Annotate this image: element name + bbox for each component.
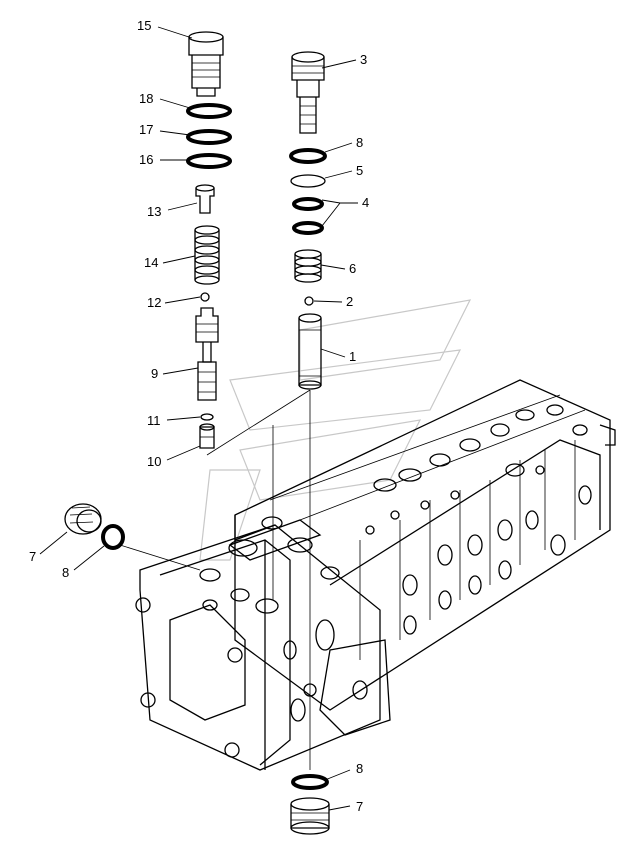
- watermark-logo: [199, 299, 472, 561]
- part-4-orings: [292, 197, 324, 235]
- callout-3: 3: [360, 52, 367, 67]
- part-7-plug-left: [64, 503, 102, 535]
- part-7-plug-bottom: [290, 797, 330, 835]
- part-5-ring: [290, 174, 326, 188]
- part-3-plug: [291, 51, 325, 134]
- part-10-valve: [199, 423, 215, 449]
- callout-15: 15: [137, 18, 151, 33]
- part-17-oring: [186, 129, 232, 145]
- callout-7-left: 7: [29, 549, 36, 564]
- callout-4: 4: [362, 195, 369, 210]
- part-2-ball: [304, 296, 314, 306]
- part-8-oring-bottom: [291, 774, 329, 790]
- leader-lines: [39, 26, 358, 811]
- exploded-center-lines: [119, 389, 311, 770]
- part-18-oring: [186, 103, 232, 119]
- part-16-oring: [186, 153, 232, 169]
- callout-6: 6: [349, 261, 356, 276]
- callout-14: 14: [144, 255, 158, 270]
- callout-8-bottom: 8: [356, 761, 363, 776]
- part-1-piston: [298, 313, 322, 390]
- callout-8-left: 8: [62, 565, 69, 580]
- part-8-oring-left: [101, 524, 125, 550]
- callout-16: 16: [139, 152, 153, 167]
- callout-12: 12: [147, 295, 161, 310]
- callout-10: 10: [147, 454, 161, 469]
- part-12-ball: [200, 292, 210, 302]
- callout-13: 13: [147, 204, 161, 219]
- callout-1: 1: [349, 349, 356, 364]
- part-13-seat: [195, 184, 215, 214]
- callout-2: 2: [346, 294, 353, 309]
- part-9-spool: [195, 307, 219, 401]
- part-11-ring: [200, 413, 214, 421]
- callout-labels: 15 18 17 16 13 14 12 9 11 10 3 8 5 4 6 2…: [29, 18, 369, 814]
- callout-7-bottom: 7: [356, 799, 363, 814]
- callout-11: 11: [147, 413, 161, 428]
- part-14-spring: [194, 225, 220, 285]
- part-6-spring: [294, 249, 322, 283]
- callout-17: 17: [139, 122, 153, 137]
- callout-8-top: 8: [356, 135, 363, 150]
- callout-9: 9: [151, 366, 158, 381]
- valve-block-body: [135, 379, 616, 771]
- callout-5: 5: [356, 163, 363, 178]
- part-15-plug: [188, 31, 224, 97]
- callout-18: 18: [139, 91, 153, 106]
- part-8-oring-top: [289, 148, 327, 164]
